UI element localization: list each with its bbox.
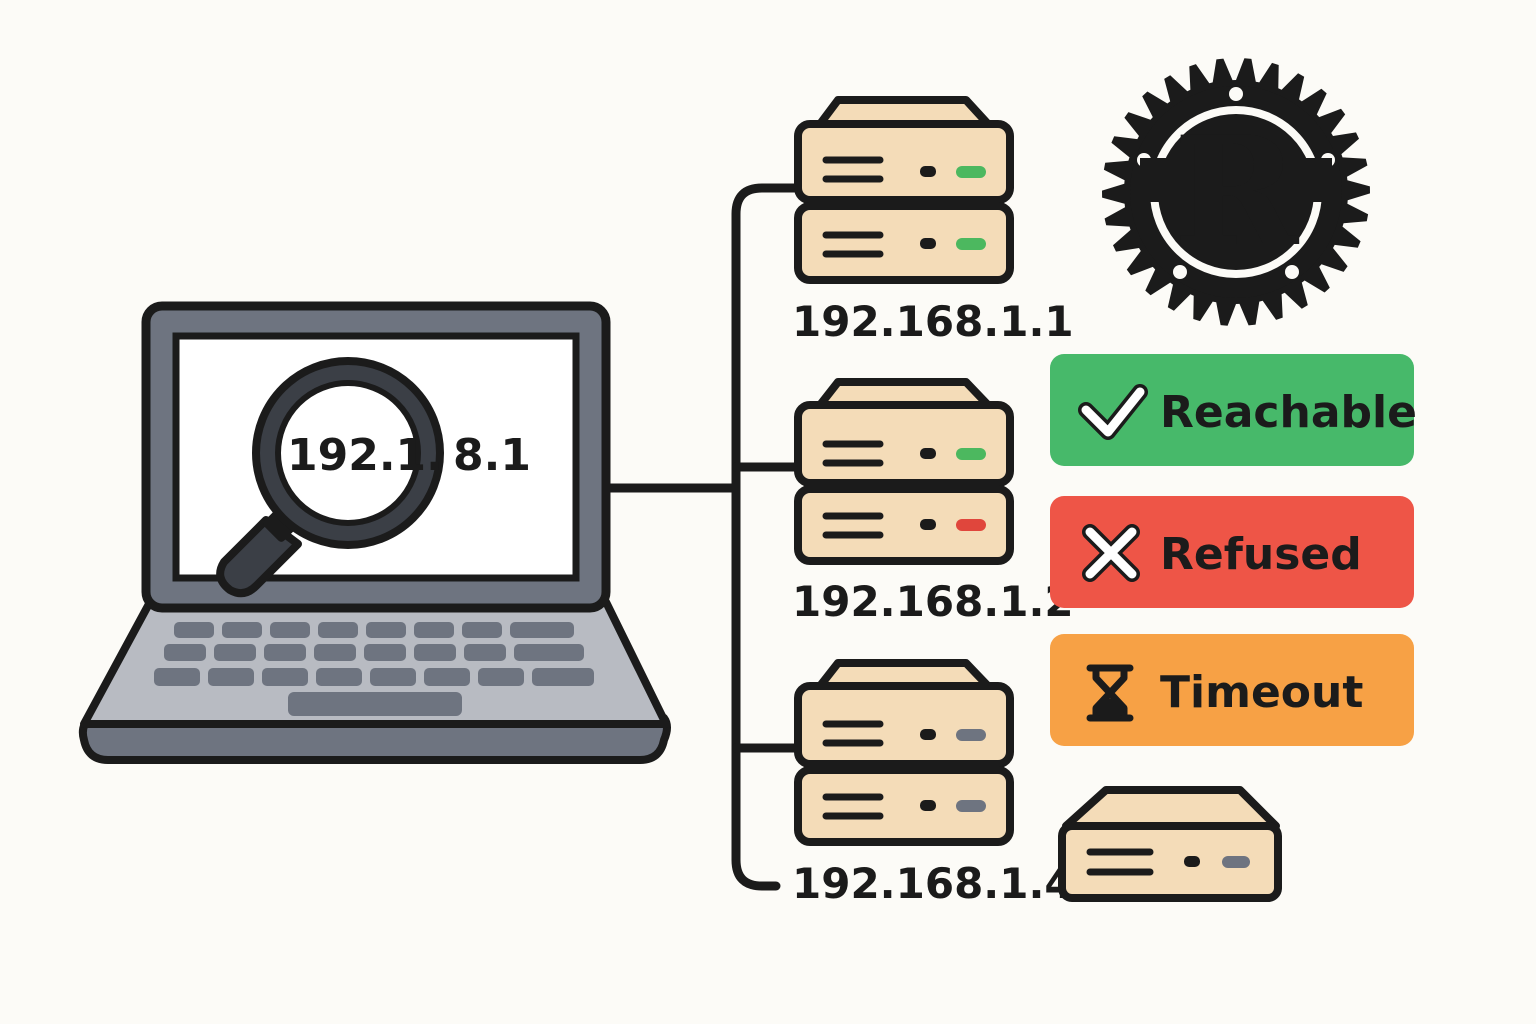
host-ip-label: 192.168.1.2: [792, 577, 1074, 626]
screen-ip-text-right: 8.1: [453, 430, 531, 481]
status-led: [956, 448, 986, 460]
server-vents: [1086, 848, 1154, 876]
server-stack-2: 192.168.1.2: [792, 378, 1074, 626]
laptop-base-shadow: [78, 714, 671, 764]
gear-bolt: [1229, 87, 1243, 101]
laptop: 8.1 192.1.: [78, 301, 671, 764]
standalone-server: [1058, 786, 1282, 902]
gear-ring-gap: [1302, 158, 1332, 202]
gear-body: [1130, 86, 1342, 298]
server-power-dot: [920, 448, 936, 459]
status-timeout-badge: Timeout: [1050, 634, 1414, 746]
status-led: [1222, 856, 1250, 868]
badge-background: [1050, 634, 1414, 746]
status-reachable-badge: Reachable: [1050, 354, 1417, 466]
server-roof: [1062, 786, 1280, 830]
server-unit: [1058, 822, 1282, 902]
server-power-dot: [920, 519, 936, 530]
server-power-dot: [1184, 856, 1200, 867]
server-unit-bottom: [794, 485, 1014, 565]
status-led: [956, 800, 986, 812]
host-ip-label: 192.168.1.1: [792, 297, 1074, 346]
server-power-dot: [920, 238, 936, 249]
magnifying-glass-icon: [216, 357, 444, 598]
status-led: [956, 729, 986, 741]
gear-bolt: [1285, 265, 1299, 279]
status-label: Refused: [1160, 529, 1362, 580]
magnifier-lens: [275, 380, 421, 526]
server-power-dot: [920, 166, 936, 177]
server-vents: [822, 440, 884, 539]
server-vents: [822, 720, 884, 820]
server-vents: [822, 156, 884, 258]
status-label: Reachable: [1160, 387, 1417, 438]
host-ip-label: 192.168.1.4: [792, 859, 1074, 908]
logo-letter: R: [1174, 104, 1300, 280]
gear-bolt: [1173, 265, 1187, 279]
server-power-dot: [920, 729, 936, 740]
server-unit-bottom: [794, 766, 1014, 846]
laptop-keyboard: [154, 622, 594, 716]
connection-lines: [601, 183, 805, 891]
cross-icon: [1082, 524, 1140, 582]
badge-background: [1050, 354, 1414, 466]
bus-line: [731, 183, 805, 891]
checkmark-icon: [1078, 384, 1148, 440]
status-led: [956, 238, 986, 250]
badge-background: [1050, 496, 1414, 608]
status-refused-badge: Refused: [1050, 496, 1414, 608]
status-label: Timeout: [1160, 667, 1363, 718]
server-stack-1: 192.168.1.1: [792, 96, 1074, 346]
status-led: [956, 166, 986, 178]
server-power-dot: [920, 800, 936, 811]
hourglass-icon: [1086, 664, 1134, 722]
server-stack-3: 192.168.1.4: [792, 659, 1074, 908]
rust-gear-logo: R: [1102, 58, 1370, 326]
gear-ring-gap: [1140, 158, 1170, 202]
status-led: [956, 519, 986, 531]
screen-ip-text-left: 192.1.: [287, 430, 443, 481]
server-unit-bottom: [794, 202, 1014, 284]
